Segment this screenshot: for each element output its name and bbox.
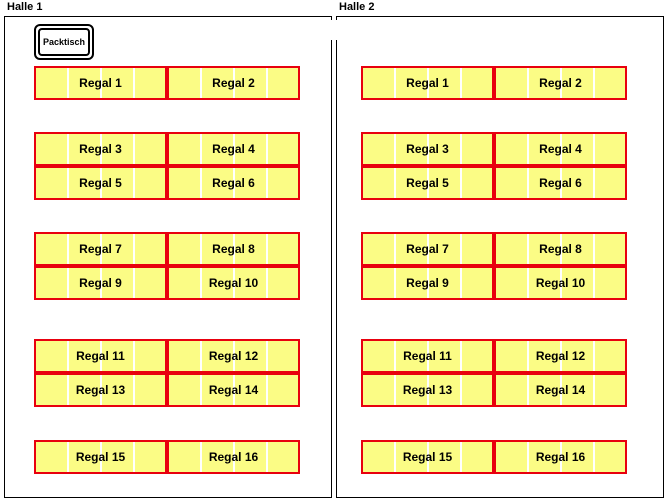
hall-2-shelf[interactable]: Regal 4: [494, 132, 627, 166]
shelf-label: Regal 10: [208, 276, 259, 290]
shelf-label: Regal 3: [406, 142, 449, 156]
shelf-label: Regal 13: [75, 383, 126, 397]
shelf-label: Regal 15: [402, 450, 453, 464]
shelf-label: Regal 6: [539, 176, 582, 190]
hall-2-shelf[interactable]: Regal 1: [361, 66, 494, 100]
shelf-label: Regal 2: [212, 76, 255, 90]
hall-1-shelf[interactable]: Regal 3: [34, 132, 167, 166]
shelf-label: Regal 8: [539, 242, 582, 256]
hall-2: [334, 16, 664, 498]
hall-1-shelf[interactable]: Regal 14: [167, 373, 300, 407]
hall-1-shelf[interactable]: Regal 8: [167, 232, 300, 266]
hall-2-shelf[interactable]: Regal 15: [361, 440, 494, 474]
shelf-label: Regal 14: [535, 383, 586, 397]
hall-2-shelf[interactable]: Regal 6: [494, 166, 627, 200]
shelf-label: Regal 7: [406, 242, 449, 256]
hall-1-shelf[interactable]: Regal 11: [34, 339, 167, 373]
hall-2-shelf[interactable]: Regal 11: [361, 339, 494, 373]
shelf-label: Regal 4: [212, 142, 255, 156]
packing-table-label: Packtisch: [38, 28, 90, 56]
hall-2-shelf[interactable]: Regal 2: [494, 66, 627, 100]
shelf-label: Regal 1: [79, 76, 122, 90]
shelf-label: Regal 5: [406, 176, 449, 190]
hall-1-shelf[interactable]: Regal 2: [167, 66, 300, 100]
hall-1-shelf[interactable]: Regal 16: [167, 440, 300, 474]
shelf-label: Regal 11: [403, 349, 452, 363]
shelf-label: Regal 6: [212, 176, 255, 190]
hall-2-shelf[interactable]: Regal 13: [361, 373, 494, 407]
hall-1-shelf[interactable]: Regal 13: [34, 373, 167, 407]
hall-1-shelf[interactable]: Regal 7: [34, 232, 167, 266]
shelf-label: Regal 7: [79, 242, 122, 256]
hall-1-title: Halle 1: [7, 1, 43, 13]
hall-2-shelf[interactable]: Regal 14: [494, 373, 627, 407]
hall-2-shelf[interactable]: Regal 12: [494, 339, 627, 373]
shelf-label: Regal 16: [535, 450, 586, 464]
shelf-label: Regal 12: [208, 349, 259, 363]
hall-1-shelf[interactable]: Regal 5: [34, 166, 167, 200]
hall-2-shelf[interactable]: Regal 9: [361, 266, 494, 300]
hall-1: [4, 16, 334, 498]
shelf-label: Regal 9: [79, 276, 122, 290]
shelf-label: Regal 1: [406, 76, 449, 90]
hall-1-shelf[interactable]: Regal 12: [167, 339, 300, 373]
shelf-label: Regal 11: [76, 349, 125, 363]
hall-2-title: Halle 2: [339, 1, 375, 13]
shelf-label: Regal 5: [79, 176, 122, 190]
packing-table[interactable]: Packtisch: [34, 24, 94, 60]
hall-1-shelf[interactable]: Regal 15: [34, 440, 167, 474]
hall-2-shelf[interactable]: Regal 7: [361, 232, 494, 266]
hall-1-shelf[interactable]: Regal 1: [34, 66, 167, 100]
shelf-label: Regal 12: [535, 349, 586, 363]
shelf-label: Regal 16: [208, 450, 259, 464]
hall-1-shelf[interactable]: Regal 6: [167, 166, 300, 200]
door-opening: [329, 20, 334, 40]
shelf-label: Regal 14: [208, 383, 259, 397]
hall-1-shelf[interactable]: Regal 4: [167, 132, 300, 166]
door-opening: [334, 20, 339, 40]
shelf-label: Regal 2: [539, 76, 582, 90]
shelf-label: Regal 4: [539, 142, 582, 156]
hall-2-shelf[interactable]: Regal 5: [361, 166, 494, 200]
shelf-label: Regal 10: [535, 276, 586, 290]
shelf-label: Regal 15: [75, 450, 126, 464]
hall-2-shelf[interactable]: Regal 3: [361, 132, 494, 166]
shelf-label: Regal 9: [406, 276, 449, 290]
hall-1-shelf[interactable]: Regal 10: [167, 266, 300, 300]
hall-2-shelf[interactable]: Regal 8: [494, 232, 627, 266]
hall-1-shelf[interactable]: Regal 9: [34, 266, 167, 300]
hall-2-shelf[interactable]: Regal 16: [494, 440, 627, 474]
shelf-label: Regal 8: [212, 242, 255, 256]
hall-2-shelf[interactable]: Regal 10: [494, 266, 627, 300]
shelf-label: Regal 13: [402, 383, 453, 397]
shelf-label: Regal 3: [79, 142, 122, 156]
